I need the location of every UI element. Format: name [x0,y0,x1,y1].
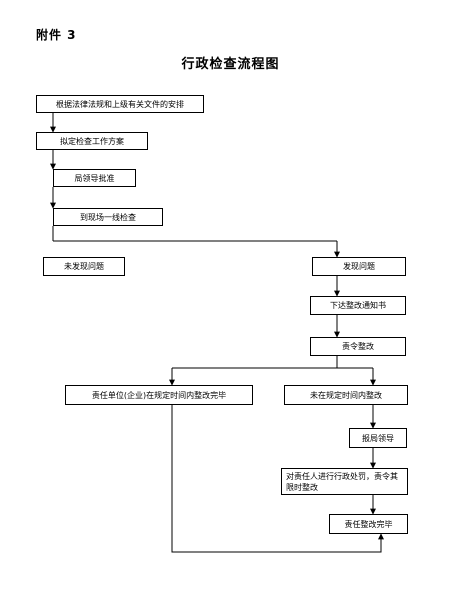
page-title: 行政检查流程图 [181,57,280,72]
node-notice: 下达整改通知书 [310,296,406,315]
node-penalty: 对责任人进行行政处罚，责令其限时整改 [281,468,408,495]
node-approve: 局领导批准 [53,169,136,187]
node-inspect: 到现场一线检查 [53,208,163,226]
node-result-found: 发现问题 [312,257,406,276]
node-branch-not-completed: 未在规定时间内整改 [284,385,408,405]
node-basis: 根据法律法规和上级有关文件的安排 [36,95,204,113]
node-report: 报局领导 [349,428,407,448]
node-branch-completed: 责任单位(企业)在规定时间内整改完毕 [65,385,253,405]
arrow-completed-to-done [171,405,384,553]
attachment-label: 附件 3 [36,28,77,42]
node-plan: 拟定检查工作方案 [36,132,148,150]
node-done: 责任整改完毕 [329,514,408,534]
node-result-none: 未发现问题 [43,257,125,276]
node-order: 责令整改 [310,337,406,356]
